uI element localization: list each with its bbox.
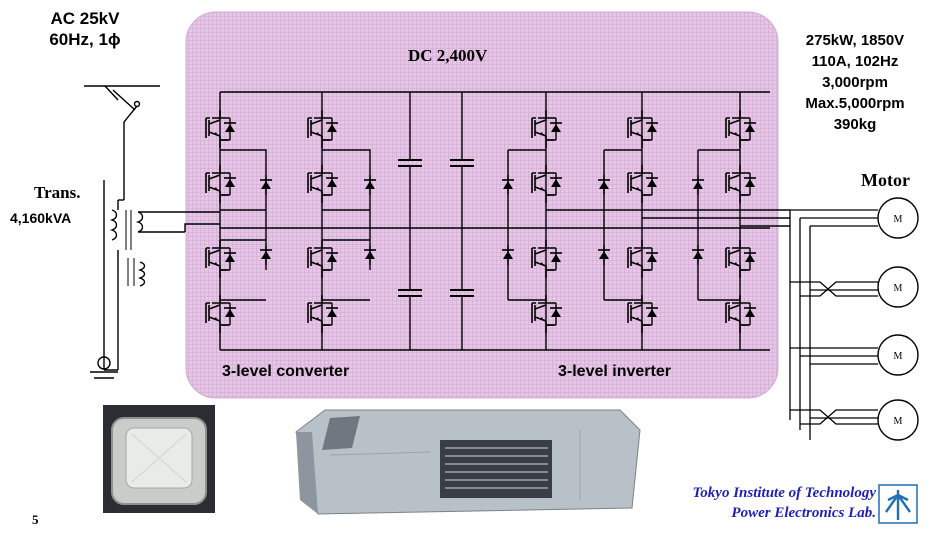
motor-spec-max-speed: Max.5,000rpm [805,95,905,112]
motor-symbol: M [894,351,903,362]
motor-spec-current: 110A, 102Hz [811,53,899,70]
motor-icon [877,197,919,239]
motor-icon [877,334,919,376]
motor-specs: 275kW, 1850V 110A, 102Hz 3,000rpm Max.5,… [780,30,930,135]
motor-spec-speed: 3,000rpm [822,74,888,91]
motor-spec-weight: 390kg [833,116,877,133]
transformer-rating: 4,160kVA [10,210,72,226]
inverter-unit-photo [295,409,641,515]
power-module-photo [103,405,215,513]
institute-name: Tokyo Institute of Technology [692,485,877,501]
dc-region [185,11,779,399]
converter-legs [205,92,377,350]
motor-icon [877,399,919,441]
motor-icon [877,266,919,308]
ac-source-frequency: 60Hz, 1ϕ [49,30,121,49]
transformer-label: Trans. [34,183,81,202]
motor-spec-power: 275kW, 1850V [805,32,905,49]
dc-link-label: DC 2,400V [408,46,488,65]
inverter-label: 3-level inverter [558,363,671,380]
ac-source-voltage: AC 25kV [50,9,120,28]
university-logo [878,484,918,524]
motor-symbol: M [894,416,903,427]
converter-label: 3-level converter [222,363,350,380]
inverter-legs [501,92,790,350]
lab-name: Power Electronics Lab. [731,505,876,521]
motor-symbol: M [894,214,903,225]
motor-symbol: M [894,283,903,294]
page-number: 5 [32,512,39,527]
motor-label: Motor [861,170,910,190]
